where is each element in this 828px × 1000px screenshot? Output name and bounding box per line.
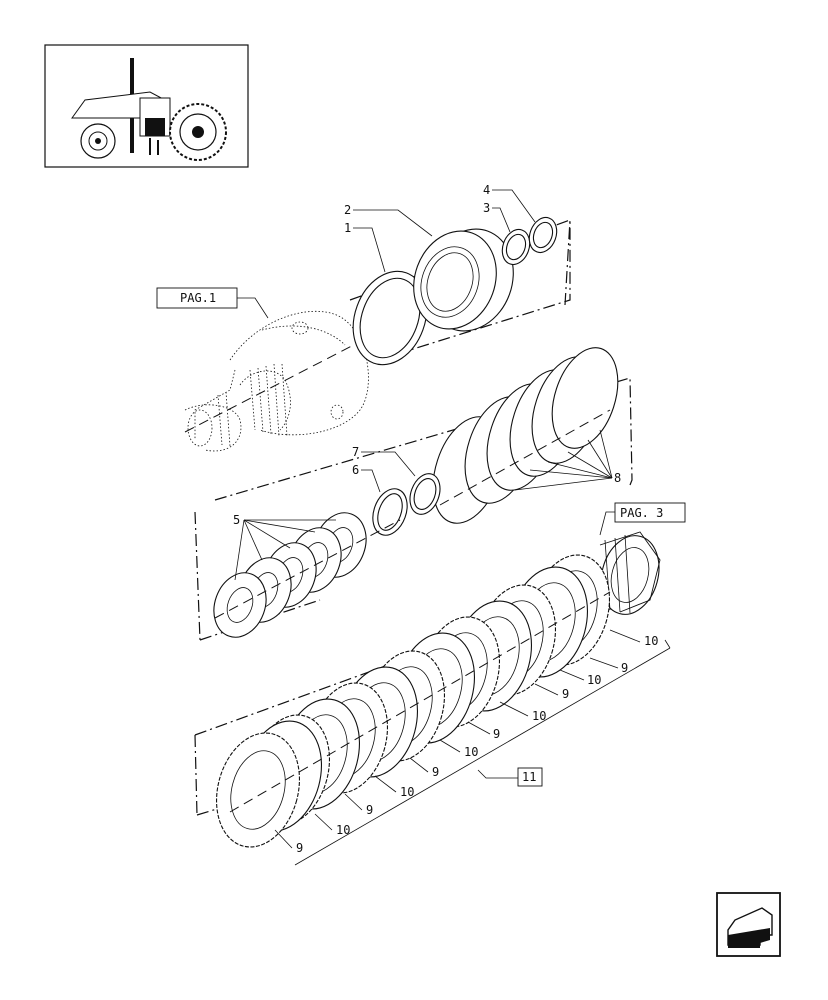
ring-7 [409,473,441,515]
cup-springs-8 [432,347,619,524]
tractor-thumbnail [44,44,249,168]
label-10-b: 10 [587,673,601,687]
tractor-icon [71,58,227,161]
callout-2: 2 [344,203,351,217]
snap-ring-1 [352,270,428,366]
ring-6 [372,488,408,536]
label-10-c: 10 [532,709,546,723]
next-page-arrow-icon[interactable] [716,892,781,957]
label-10-e: 10 [400,785,414,799]
group-11-label: 11 [522,770,536,784]
label-10-f: 10 [336,823,350,837]
reference-pag3: PAG. 3 [599,502,686,536]
plate-labels: 10 9 10 9 10 9 10 9 10 9 10 9 [274,629,658,855]
callout-5: 5 [233,513,240,527]
reference-pag1: PAG.1 [156,287,269,319]
label-9-e: 9 [366,803,373,817]
callout-7: 7 [352,445,359,459]
pag3-label: PAG. 3 [620,506,663,520]
label-9-b: 9 [562,687,569,701]
reference-group-11: 11 [294,639,671,866]
callout-1: 1 [344,221,351,235]
label-9-c: 9 [493,727,500,741]
label-10-a: 10 [644,634,658,648]
piston-2 [413,228,514,332]
pag1-label: PAG.1 [180,291,216,305]
label-10-d: 10 [464,745,478,759]
callout-8: 8 [614,471,621,485]
label-9-f: 9 [296,841,303,855]
callouts: 4 3 2 1 7 6 8 5 [233,183,621,581]
label-9-a: 9 [621,661,628,675]
seal-ring-4 [528,216,558,254]
callout-4: 4 [483,183,490,197]
clutch-housing [184,284,471,452]
washers-5 [213,512,401,638]
callout-3: 3 [483,201,490,215]
label-9-d: 9 [432,765,439,779]
clutch-plate-stack [215,554,611,848]
seal-ring-3 [501,228,531,266]
callout-6: 6 [352,463,359,477]
